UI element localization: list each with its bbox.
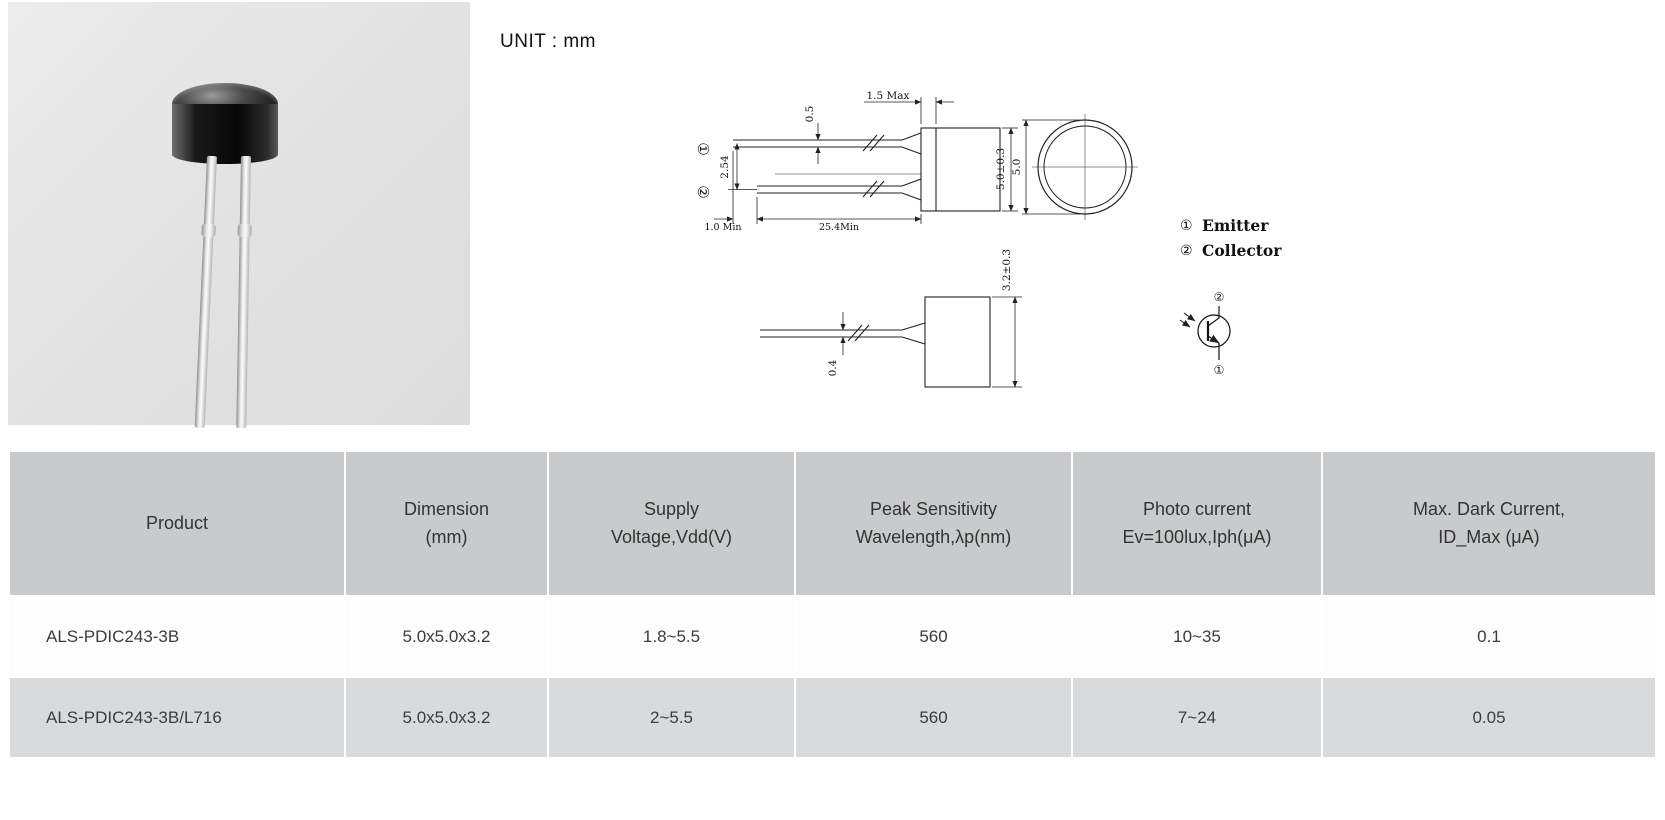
dim-flange-label: 1.5 Max	[867, 90, 910, 102]
dimension-drawing: 1.5 Max 0.5 2.54 1.0 Min 25.4Min 5.0±0.3…	[694, 90, 1282, 388]
symbol-emitter-label: ①	[1214, 363, 1225, 377]
pin2-marker: ②	[694, 185, 712, 198]
col-header-dark-current: Max. Dark Current,ID_Max (μA)	[1323, 452, 1655, 595]
sensor-lead-right	[236, 155, 251, 429]
dimension-lines	[714, 97, 1080, 388]
bottom-view	[760, 296, 991, 388]
dim-lead-width-label: 0.4	[827, 359, 839, 376]
cell-dimension: 5.0x5.0x3.2	[346, 678, 547, 757]
symbol-collector-label: ②	[1214, 290, 1225, 304]
top-view	[1032, 114, 1138, 220]
dim-standoff-label: 1.0 Min	[704, 222, 741, 233]
sensor-cap-body	[172, 104, 278, 164]
dim-diameter-label: 5.0	[1011, 159, 1023, 176]
col-header-dimension: Dimension(mm)	[346, 452, 547, 595]
cell-peak-wavelength: 560	[796, 678, 1071, 757]
sensor-lead-left	[194, 155, 217, 428]
side-view	[733, 127, 1001, 212]
cell-dimension: 5.0x5.0x3.2	[346, 597, 547, 676]
product-photo	[8, 2, 470, 429]
legend-pin1-label: Emitter	[1202, 216, 1269, 235]
col-header-product: Product	[10, 452, 344, 595]
cell-dark-current: 0.05	[1323, 678, 1655, 757]
dimension-labels: 1.5 Max 0.5 2.54 1.0 Min 25.4Min 5.0±0.3…	[694, 90, 1023, 376]
dim-lead-length-label: 25.4Min	[819, 222, 859, 233]
table-row: ALS-PDIC243-3B/L716 5.0x5.0x3.2 2~5.5 56…	[10, 678, 1655, 757]
dim-body-height-label: 5.0±0.3	[995, 148, 1007, 190]
legend-pin2-label: Collector	[1202, 241, 1282, 260]
cell-dark-current: 0.1	[1323, 597, 1655, 676]
legend-pin2-symbol: ②	[1180, 243, 1193, 259]
cell-peak-wavelength: 560	[796, 597, 1071, 676]
symbol-pin-labels: ② ①	[1214, 290, 1225, 377]
phototransistor-symbol-icon	[1179, 306, 1231, 360]
cell-product: ALS-PDIC243-3B/L716	[10, 678, 344, 757]
cell-supply-voltage: 2~5.5	[549, 678, 794, 757]
cell-photo-current: 10~35	[1073, 597, 1321, 676]
dim-pitch-label: 2.54	[719, 155, 731, 179]
dim-body-depth-label: 3.2±0.3	[1001, 249, 1013, 291]
table-row: ALS-PDIC243-3B 5.0x5.0x3.2 1.8~5.5 560 1…	[10, 597, 1655, 676]
legend-pin1-symbol: ①	[1180, 218, 1193, 234]
cell-photo-current: 7~24	[1073, 678, 1321, 757]
pin-legend: ① Emitter ② Collector	[1180, 216, 1282, 260]
cell-product: ALS-PDIC243-3B	[10, 597, 344, 676]
unit-label: UNIT : mm	[500, 31, 596, 52]
cell-supply-voltage: 1.8~5.5	[549, 597, 794, 676]
dim-lead-thickness-label: 0.5	[804, 106, 816, 123]
pin1-marker: ①	[694, 142, 712, 155]
